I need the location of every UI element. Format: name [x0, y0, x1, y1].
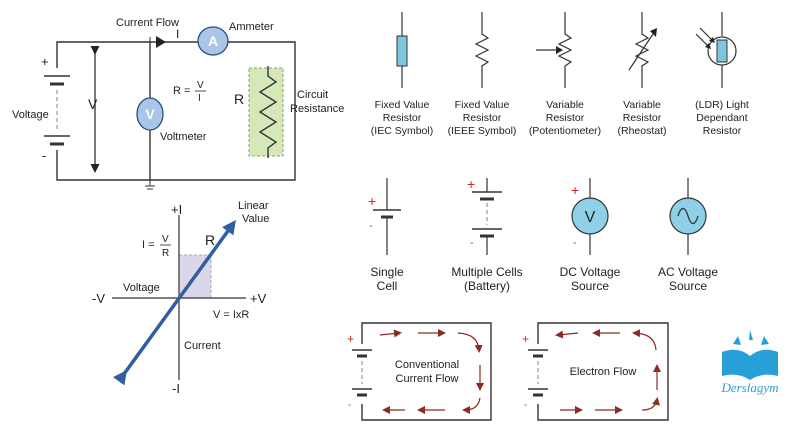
single-cell-icon: + -	[368, 178, 401, 255]
fixed-resistor-ieee-label-line: Resistor	[463, 112, 502, 124]
ac-voltage-source-label-line: AC Voltage	[658, 265, 718, 279]
i-eq-lhs: I =	[142, 239, 155, 251]
ohms-law-circuit: + - Voltage V Current Flow I A Ammeter V…	[12, 17, 344, 190]
plus-v-label: +V	[250, 291, 267, 306]
current-flow-label: Current Flow	[116, 17, 179, 29]
voltmeter-label: Voltmeter	[160, 131, 207, 143]
single-cell-label-line: Cell	[377, 279, 398, 293]
dc-source-letter: V	[585, 209, 596, 226]
svg-text:+: +	[571, 182, 579, 198]
voltmeter-icon	[136, 97, 164, 131]
svg-text:-: -	[369, 220, 373, 232]
formula-lhs: R =	[173, 85, 190, 97]
conventional-flow-label-line: Current Flow	[396, 373, 459, 385]
minus-i-label: -I	[172, 381, 180, 396]
electron-flow-diagram: + - Electron Flow	[522, 322, 669, 421]
resistance-line2: Resistance	[290, 103, 344, 115]
zigzag-resistor-icon	[258, 66, 278, 158]
graph-current-label: Current	[184, 340, 221, 352]
fixed-resistor-ieee-label-line: (IEEE Symbol)	[448, 125, 517, 137]
ammeter-label: Ammeter	[229, 21, 274, 33]
r-letter: R	[234, 91, 244, 107]
source-symbols: + - + - V + -	[368, 176, 718, 293]
ldr-label-line: (LDR) Light	[695, 99, 749, 111]
i-eq-numerator: V	[162, 234, 169, 245]
svg-text:+: +	[347, 332, 354, 346]
resistance-line1: Circuit	[297, 89, 328, 101]
ac-voltage-source-label-line: Source	[669, 279, 707, 293]
battery-label-line: (Battery)	[464, 279, 510, 293]
i-eq-denominator: R	[162, 248, 169, 259]
fixed-resistor-ieee-icon	[474, 12, 490, 88]
electron-flow-label-line: Electron Flow	[570, 366, 637, 378]
open-book-icon	[722, 330, 778, 380]
linear-line2: Value	[242, 213, 269, 225]
iv-graph: +I -I +V -V I = V R R Linear Value Volta…	[92, 200, 269, 396]
rheostat-icon	[628, 12, 657, 88]
multiple-cells-icon: + -	[467, 176, 502, 255]
logo-text: Derslagym	[720, 380, 778, 395]
dc-voltage-source-icon: V + -	[571, 178, 609, 255]
conventional-flow-label-line: Conventional	[395, 359, 459, 371]
formula-numerator: V	[197, 80, 204, 91]
current-arrow-icon	[156, 36, 166, 48]
svg-text:-: -	[573, 237, 577, 249]
potentiometer-label-line: Variable	[546, 99, 584, 111]
voltage-label: Voltage	[12, 109, 49, 121]
ldr-icon	[695, 12, 737, 88]
battery-plus: +	[41, 54, 49, 69]
fixed-resistor-iec-label-line: Fixed Value	[375, 99, 430, 111]
rheostat-label-line: Variable	[623, 99, 661, 111]
rheostat-label-line: Resistor	[623, 112, 662, 124]
ldr-label-line: Dependant	[696, 112, 747, 124]
potentiometer-label-line: Resistor	[546, 112, 585, 124]
single-cell-label-line: Single	[370, 265, 404, 279]
ground-icon	[145, 180, 155, 190]
svg-text:+: +	[467, 176, 475, 192]
potentiometer-label-line: (Potentiometer)	[529, 125, 601, 137]
dc-voltage-source-label-line: DC Voltage	[560, 265, 621, 279]
battery-minus: -	[42, 148, 46, 163]
plus-i-label: +I	[171, 202, 182, 217]
rheostat-label-line: (Rheostat)	[617, 125, 666, 137]
dc-voltage-source-label-line: Source	[571, 279, 609, 293]
derslagym-logo: Derslagym	[720, 330, 779, 395]
fixed-resistor-iec-label-line: (IEC Symbol)	[371, 125, 433, 137]
svg-text:-: -	[348, 400, 351, 411]
graph-voltage-label: Voltage	[123, 282, 160, 294]
battery-icon	[44, 68, 70, 150]
ammeter-icon	[197, 26, 229, 56]
svg-text:-: -	[470, 237, 474, 249]
ac-voltage-source-icon	[669, 178, 707, 255]
voltmeter-letter: V	[145, 106, 155, 122]
current-symbol: I	[176, 27, 179, 41]
v-symbol: V	[88, 96, 98, 112]
formula-denominator: I	[198, 93, 201, 104]
ammeter-letter: A	[208, 33, 218, 49]
ldr-label-line: Resistor	[703, 125, 742, 137]
circuit-resistance-box	[248, 67, 284, 157]
potentiometer-icon	[536, 12, 573, 88]
minus-v-label: -V	[92, 291, 105, 306]
battery-label-line: Multiple Cells	[451, 265, 522, 279]
v-eq-label: V = IxR	[213, 309, 249, 321]
fixed-resistor-iec-label-line: Resistor	[383, 112, 422, 124]
svg-text:+: +	[522, 332, 529, 346]
graph-r-letter: R	[205, 232, 215, 248]
svg-text:+: +	[368, 193, 376, 209]
linear-value-arrow	[113, 219, 236, 386]
svg-text:-: -	[524, 400, 527, 411]
fixed-resistor-ieee-label-line: Fixed Value	[455, 99, 510, 111]
fixed-resistor-iec-icon	[396, 12, 408, 88]
linear-line1: Linear	[238, 200, 269, 212]
